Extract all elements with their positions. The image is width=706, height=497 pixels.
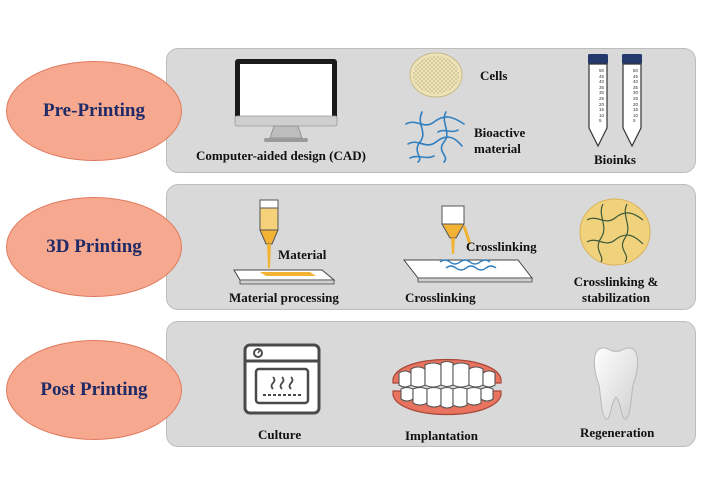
- stage-label: Post Printing: [40, 379, 148, 400]
- stage-post-printing: Post Printing: [6, 340, 182, 440]
- tube-scale-mark: 40: [599, 79, 605, 85]
- tube-scale-mark: 25: [633, 95, 639, 101]
- stage-3d-printing: 3D Printing: [6, 197, 182, 297]
- crosslinking-printer-icon: [402, 205, 534, 283]
- stabilization-label-1: Crosslinking &: [573, 274, 659, 289]
- tube-scale-mark: 25: [599, 95, 605, 101]
- crosslinking-label: Crosslinking: [405, 290, 476, 305]
- tube-scale-mark: 45: [599, 73, 605, 79]
- tube-scale-mark: 10: [599, 112, 605, 118]
- material-tag: Material: [278, 247, 327, 262]
- implantation-label: Implantation: [405, 428, 478, 443]
- tube-scale-mark: 50: [633, 68, 639, 73]
- tube-scale-mark: 20: [633, 101, 639, 107]
- stage-label: 3D Printing: [46, 236, 142, 257]
- tube-scale-mark: 15: [599, 107, 605, 113]
- cells-label: Cells: [480, 68, 508, 83]
- extrusion-printer-icon: [233, 199, 336, 285]
- bioactive-label-1: Bioactive: [474, 125, 526, 140]
- tube-scale-mark: 15: [633, 107, 639, 113]
- monitor-icon: [234, 59, 338, 142]
- cad-label: Computer-aided design (CAD): [196, 148, 366, 163]
- bioactive-network-icon: [405, 111, 465, 163]
- stabilized-scaffold-icon: [579, 198, 651, 266]
- tube-scale-mark: 45: [633, 73, 639, 79]
- tube-scale-mark: 35: [599, 84, 605, 90]
- bioactive-label-2: material: [474, 141, 521, 156]
- stage-label: Pre-Printing: [42, 100, 145, 121]
- tube-scale-mark: 30: [599, 90, 605, 96]
- tooth-icon: [593, 347, 639, 420]
- bioink-tubes-icon: [588, 54, 642, 148]
- tube-scale-mark: 30: [633, 90, 639, 96]
- crosslinking-tag: Crosslinking: [466, 239, 537, 254]
- incubator-icon: [243, 343, 321, 415]
- tube-scale-mark: 5: [599, 118, 602, 124]
- culture-label: Culture: [258, 427, 302, 442]
- tube-scale-mark: 10: [633, 112, 639, 118]
- bioinks-label: Bioinks: [594, 152, 636, 167]
- tube-scale-mark: 20: [599, 101, 605, 107]
- tube-scale-mark: 35: [633, 84, 639, 90]
- tube-scale-mark: 5: [633, 118, 636, 124]
- tube-scale-mark: 40: [633, 79, 639, 85]
- dentures-icon: [392, 359, 502, 415]
- tube-scale-mark: 50: [599, 68, 605, 73]
- cells-dish-icon: [409, 52, 463, 98]
- material-processing-label: Material processing: [229, 290, 339, 305]
- regeneration-label: Regeneration: [580, 425, 655, 440]
- stage-pre-printing: Pre-Printing: [6, 61, 182, 161]
- stabilization-label-2: stabilization: [582, 290, 650, 305]
